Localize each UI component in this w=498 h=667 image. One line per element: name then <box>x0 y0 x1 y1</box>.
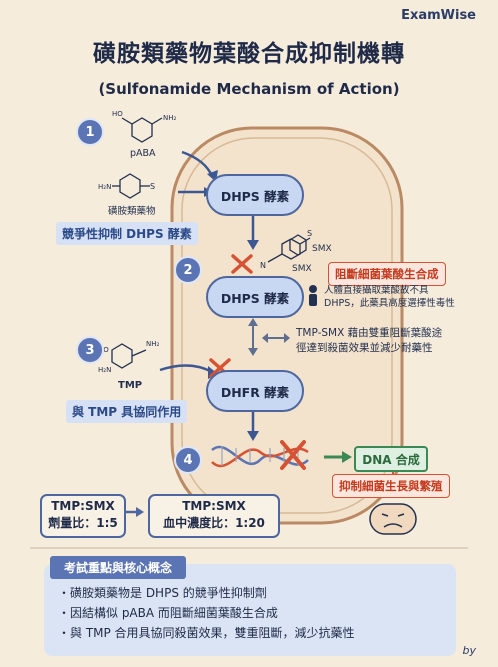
summary-heading: 考試重點與核心概念 <box>50 556 187 579</box>
competitive-inhibition-label: 競爭性抑制 DHPS 酵素 <box>56 222 198 245</box>
svg-text:H₂N: H₂N <box>98 183 111 191</box>
paba-label: pABA <box>130 148 156 159</box>
svg-text:H₂N: H₂N <box>98 366 111 374</box>
tmp-label: TMP <box>118 380 143 391</box>
smx-label-a: SMX <box>312 244 332 254</box>
summary-panel <box>44 564 456 656</box>
dose-ratio-box: TMP:SMX 劑量比：1:5 <box>40 494 126 538</box>
synergy-label: 與 TMP 具協同作用 <box>66 400 188 423</box>
dual-block-note: TMP-SMX 藉由雙重阻斷葉酸途 徑達到殺菌效果並減少耐藥性 <box>296 327 443 354</box>
smx-label-b: SMX <box>292 264 312 274</box>
dna-helix <box>211 445 309 468</box>
sulfonamide-molecule <box>112 173 150 199</box>
svg-text:HO: HO <box>112 110 123 118</box>
bacterial-cell <box>170 126 404 525</box>
svg-text:S: S <box>307 229 312 238</box>
human-note: 人體直接攝取葉酸故不具 DHPS，此藥具高度選擇性毒性 <box>324 285 455 309</box>
svg-text:S: S <box>150 182 155 191</box>
bacterial-cell-inner <box>181 137 393 514</box>
step-3-badge: 3 <box>76 336 104 364</box>
step-2-badge: 2 <box>174 256 202 284</box>
signature: by <box>462 644 477 657</box>
page-subtitle: (Sulfonamide Mechanism of Action) <box>98 80 400 98</box>
svg-text:NH₂: NH₂ <box>146 340 160 348</box>
inhibit-x-dna <box>280 440 306 470</box>
human-icon <box>309 285 317 306</box>
svg-text:NH₂: NH₂ <box>163 114 177 122</box>
dhps-enzyme-top: DHPS 酵素 <box>206 174 304 216</box>
svg-text:N: N <box>260 261 266 270</box>
summary-bullet-3: ・與 TMP 合用具協同殺菌效果，雙重阻斷，減少抗藥性 <box>58 626 355 640</box>
tmp-molecule <box>111 343 147 369</box>
dna-synthesis-box: DNA 合成 <box>354 446 428 472</box>
dhps-enzyme-mid: DHPS 酵素 <box>206 276 304 318</box>
inhibit-x-dhps <box>231 254 253 274</box>
smx-molecule-top <box>289 234 307 256</box>
sulfonamide-label: 磺胺類藥物 <box>108 206 156 217</box>
blood-ratio-box: TMP:SMX 血中濃度比：1:20 <box>148 494 280 538</box>
summary-bullet-2: ・因結構似 pABA 而阻斷細菌葉酸生合成 <box>58 606 278 620</box>
step-1-badge: 1 <box>76 118 104 146</box>
dhfr-enzyme: DHFR 酵素 <box>206 370 304 412</box>
page-title: 磺胺類藥物葉酸合成抑制機轉 <box>93 41 405 67</box>
paba-molecule <box>121 117 163 143</box>
brand-logo: ExamWise <box>401 8 476 23</box>
summary-bullet-1: ・磺胺類藥物是 DHPS 的競爭性抑制劑 <box>58 586 267 600</box>
bacterium-icon <box>369 503 417 535</box>
inhibit-growth-label: 抑制細菌生長與繁殖 <box>332 474 450 498</box>
step-4-badge: 4 <box>174 446 202 474</box>
block-folate-label: 阻斷細菌葉酸生合成 <box>328 262 446 286</box>
